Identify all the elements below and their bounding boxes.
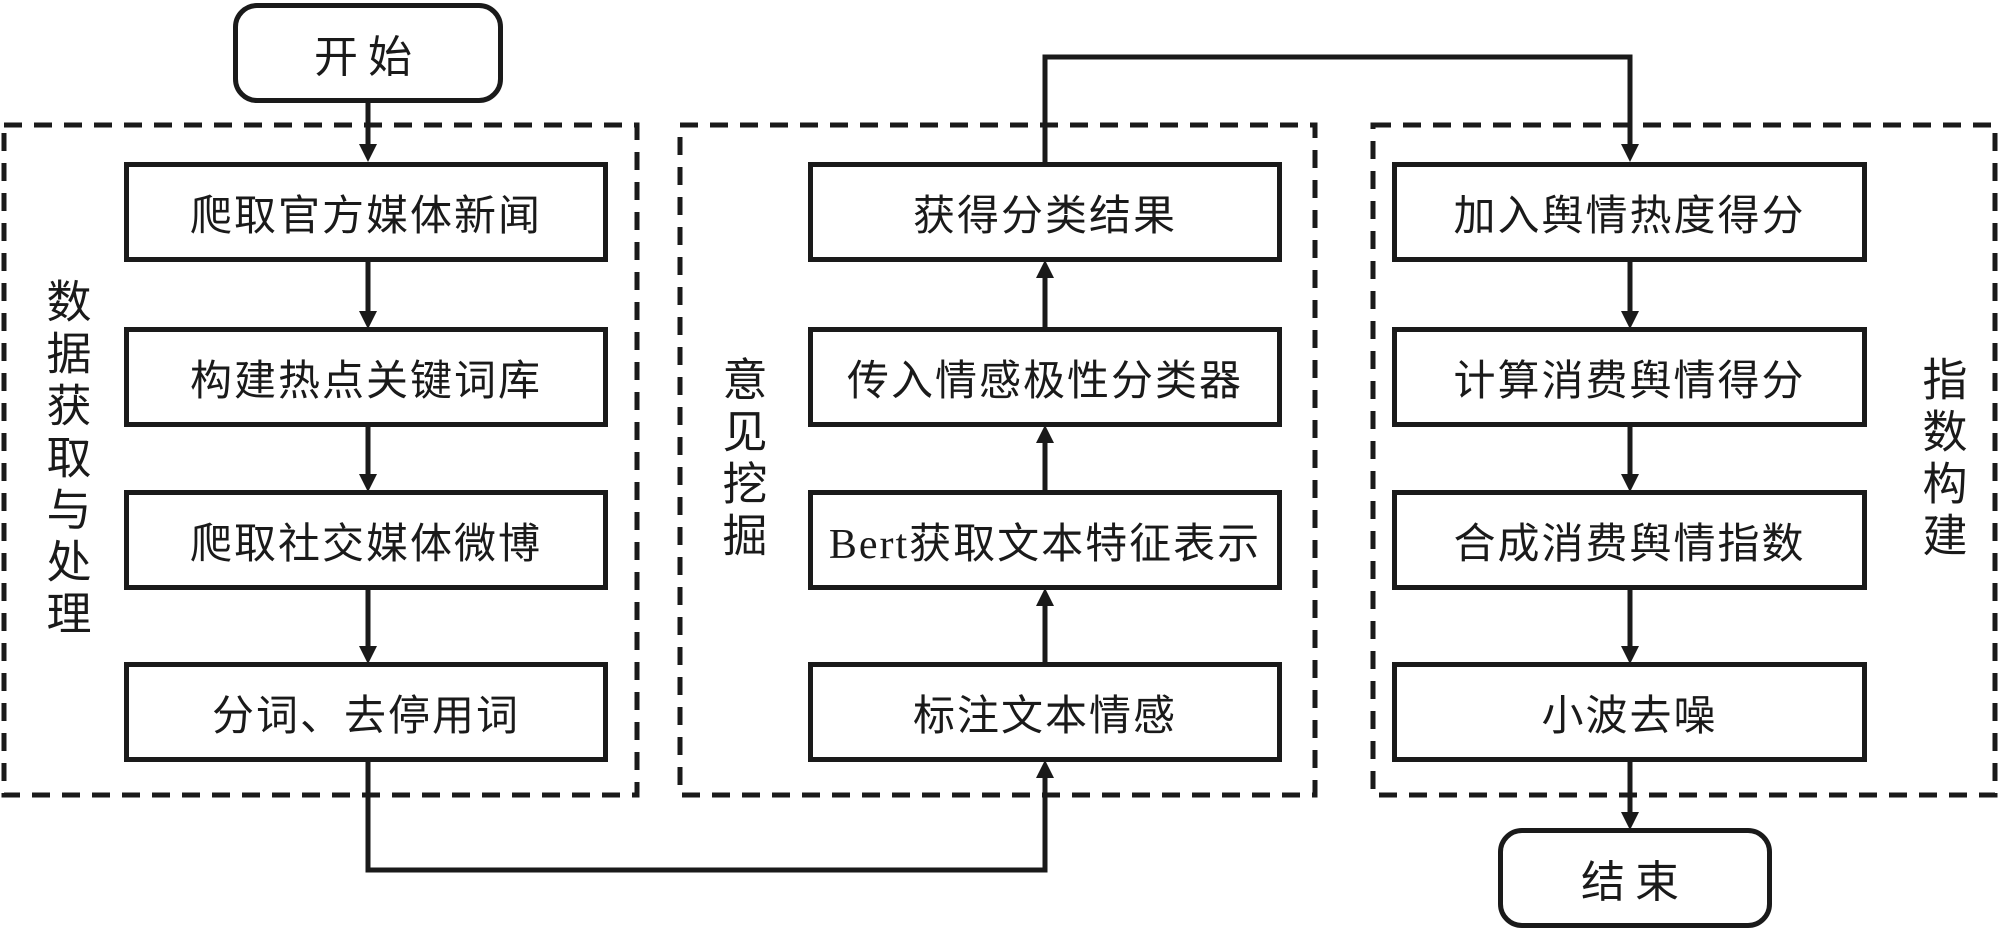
node-add-opinion-heat-score: 加入舆情热度得分 <box>1392 162 1867 262</box>
arrowhead-m2-m1 <box>1036 260 1054 278</box>
node-end: 结束 <box>1498 828 1772 928</box>
node-annotate-text-sentiment: 标注文本情感 <box>808 662 1282 762</box>
node-crawl-social-media-weibo: 爬取社交媒体微博 <box>124 490 608 590</box>
arrowhead-m4-m3 <box>1036 588 1054 606</box>
connector-m1-to-r1 <box>1042 54 1633 162</box>
arrowhead-m3-m2 <box>1036 425 1054 443</box>
connector-l4-to-m4 <box>365 762 1048 873</box>
arrowhead-r4-end <box>1621 812 1639 830</box>
group-label-opinion-mining: 意见挖掘 <box>715 356 766 564</box>
node-start: 开始 <box>233 3 503 103</box>
node-synthesize-consumption-opinion-index: 合成消费舆情指数 <box>1392 490 1867 590</box>
node-build-hot-keyword-library: 构建热点关键词库 <box>124 327 608 427</box>
arrowhead-l4-m4 <box>1036 760 1054 778</box>
arrowhead-r3-r4 <box>1621 646 1639 664</box>
node-input-sentiment-polarity-classifier: 传入情感极性分类器 <box>808 327 1282 427</box>
node-wavelet-denoising: 小波去噪 <box>1392 662 1867 762</box>
arrowhead-l2-l3 <box>359 474 377 492</box>
group-border-data-acquisition <box>1 122 640 798</box>
group-border-index-construction <box>1370 122 1998 798</box>
node-get-classification-result: 获得分类结果 <box>808 162 1282 262</box>
arrowhead-r2-r3 <box>1621 474 1639 492</box>
node-crawl-official-media-news: 爬取官方媒体新闻 <box>124 162 608 262</box>
group-label-data-acquisition: 数据获取与处理 <box>39 278 90 642</box>
arrowhead-r1-r2 <box>1621 311 1639 329</box>
group-label-index-construction: 指数构建 <box>1915 356 1966 564</box>
node-bert-text-feature-representation: Bert获取文本特征表示 <box>808 490 1282 590</box>
node-segment-remove-stopwords: 分词、去停用词 <box>124 662 608 762</box>
arrowhead-l1-l2 <box>359 311 377 329</box>
arrowhead-m1-r1 <box>1621 144 1639 162</box>
arrowhead-l3-l4 <box>359 646 377 664</box>
arrowhead-start-l1 <box>359 144 377 162</box>
node-calculate-consumption-opinion-score: 计算消费舆情得分 <box>1392 327 1867 427</box>
group-border-opinion-mining <box>677 122 1318 798</box>
